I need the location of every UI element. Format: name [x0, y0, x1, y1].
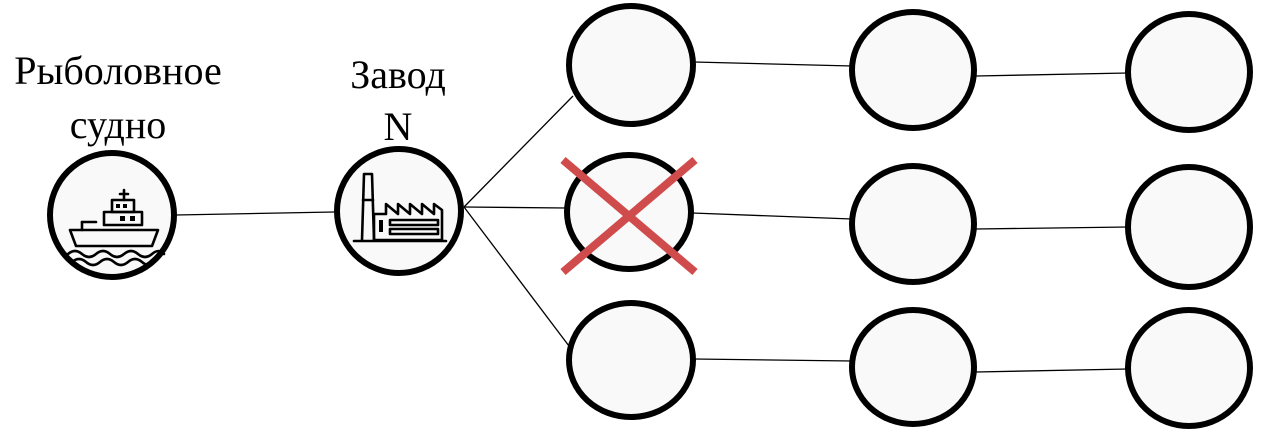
edge-row1-a [693, 61, 853, 67]
node-row1-col3 [1125, 11, 1253, 133]
downstream-nodes [564, 3, 1253, 429]
node-row1-col2 [849, 9, 977, 131]
edge-row1-b [975, 72, 1129, 77]
node-row3-col3 [1125, 307, 1253, 429]
factory-icon [352, 172, 448, 243]
vessel-label-line1: Рыболовное [14, 48, 221, 93]
factory-label-line2: N [384, 104, 413, 149]
factory-label-line1: Завод [350, 52, 446, 97]
node-row2-col2 [849, 163, 977, 285]
edge-row3-a [693, 358, 853, 362]
node-row3-col2 [849, 307, 977, 427]
vessel-label-line2: судно [70, 102, 166, 147]
edges [175, 61, 1129, 373]
vessel-node [47, 150, 177, 280]
factory-node [334, 146, 464, 276]
node-row2-col3 [1125, 164, 1253, 290]
edge-row2-a [691, 212, 853, 220]
cross-icon [560, 156, 698, 276]
edge-row3-b [975, 368, 1129, 373]
edge-factory-top [463, 95, 574, 208]
fishing-boat-icon [66, 188, 166, 267]
edge-factory-bottom [463, 206, 573, 351]
edge-row2-b [975, 226, 1129, 230]
edge-vessel-factory [175, 211, 335, 216]
edge-factory-middle [463, 206, 567, 209]
node-row3-col1 [566, 300, 696, 420]
node-row1-col1 [566, 3, 696, 127]
